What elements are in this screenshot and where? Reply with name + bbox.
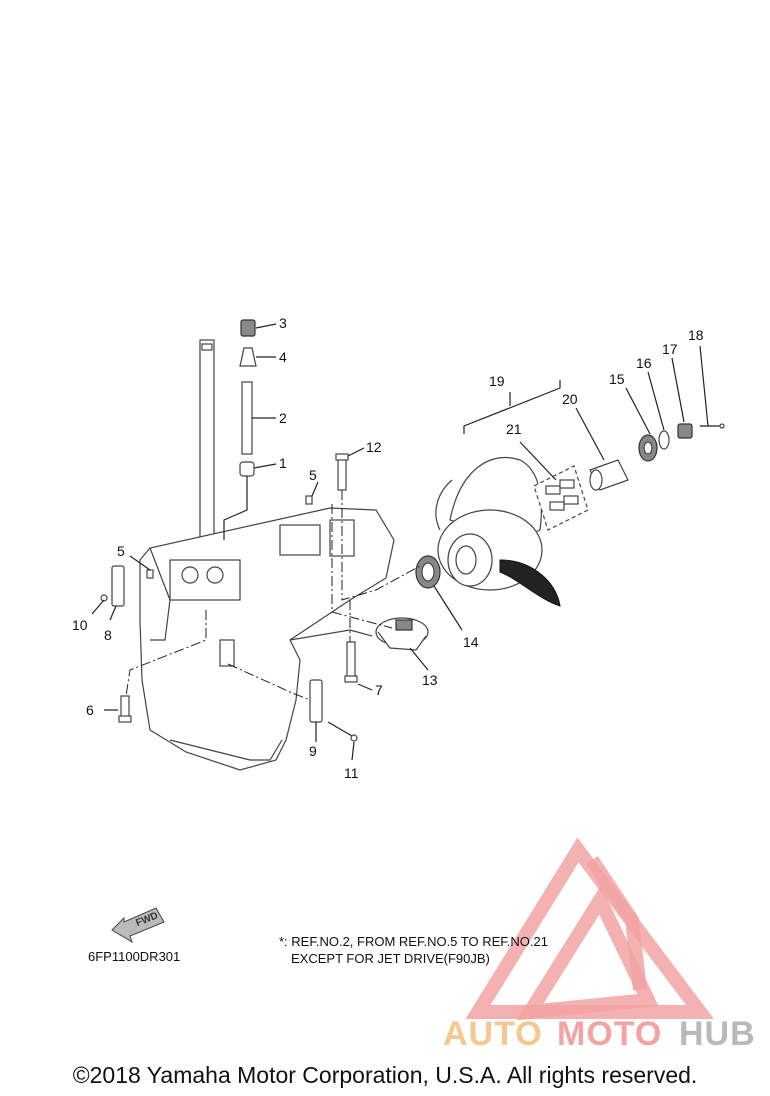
drive-shaft	[199, 339, 215, 561]
part-4-grommet	[239, 347, 257, 367]
leader-lines	[91, 323, 709, 761]
part-8-anode	[309, 679, 323, 723]
callout-1: 1	[279, 455, 287, 471]
callout-12: 13	[422, 672, 438, 688]
part-18-cotter-pin	[700, 423, 725, 429]
part-12-trim-tab	[375, 617, 429, 651]
part-20-spacer	[589, 459, 629, 491]
callout-11: 10	[72, 617, 88, 633]
note-line-2: EXCEPT FOR JET DRIVE(F90JB)	[291, 951, 490, 966]
part-1-bushing	[239, 461, 255, 477]
callout-13: 12	[366, 439, 382, 455]
part-9-anode	[111, 565, 125, 607]
callout-14: 14	[463, 634, 479, 650]
part-17-nut	[677, 423, 693, 439]
part-21-spline-kit	[533, 465, 589, 531]
callout-9: 8	[104, 627, 112, 643]
watermark-hub: HUB	[679, 1015, 756, 1053]
diagram-code: 6FP1100DR301	[88, 949, 180, 964]
callout-4: 4	[279, 349, 287, 365]
callout-19: 19	[489, 373, 505, 389]
watermark-auto: AUTO	[443, 1015, 543, 1053]
lower-case-housing	[139, 507, 395, 771]
callout-5-left: 5	[117, 543, 125, 559]
callout-10: 11	[344, 765, 359, 781]
part-3-cap	[240, 319, 256, 337]
part-2-tube	[241, 381, 253, 455]
callout-5-right: 5	[309, 467, 317, 483]
callout-16: 16	[636, 355, 652, 371]
note-line-1: *: REF.NO.2, FROM REF.NO.5 TO REF.NO.21	[279, 934, 548, 949]
callout-18: 18	[688, 327, 704, 343]
watermark-moto: MOTO	[557, 1015, 662, 1053]
copyright-notice: ©2018 Yamaha Motor Corporation, U.S.A. A…	[72, 1062, 698, 1088]
callout-15: 15	[609, 371, 625, 387]
part-11-screw	[100, 594, 108, 602]
callout-6: 6	[86, 702, 94, 718]
propeller	[435, 456, 561, 607]
part-13-bolt	[335, 453, 349, 491]
part-7-bolt	[344, 641, 358, 683]
part-6-bolt	[118, 695, 132, 723]
callout-20: 20	[562, 391, 578, 407]
callout-2: 2	[279, 410, 287, 426]
fwd-arrow-icon: FWD	[111, 907, 165, 944]
callout-numbers: 3 4 2 1 12 5 5 10 8 6 7 9 11 13 14 19 21…	[72, 315, 704, 781]
part-16-washer	[658, 430, 670, 450]
callout-17: 17	[662, 341, 678, 357]
part-14-thrust-washer	[415, 555, 441, 589]
part-15-washer	[638, 434, 658, 462]
callout-3: 3	[279, 315, 287, 331]
part-10-screw	[327, 721, 358, 742]
part-5-right	[305, 495, 313, 505]
callout-7: 7	[375, 682, 383, 698]
callout-21: 21	[506, 421, 522, 437]
watermark-logo: AUTO MOTO HUB	[443, 837, 756, 1053]
part-5-left	[146, 569, 154, 579]
callout-8: 9	[309, 743, 317, 759]
